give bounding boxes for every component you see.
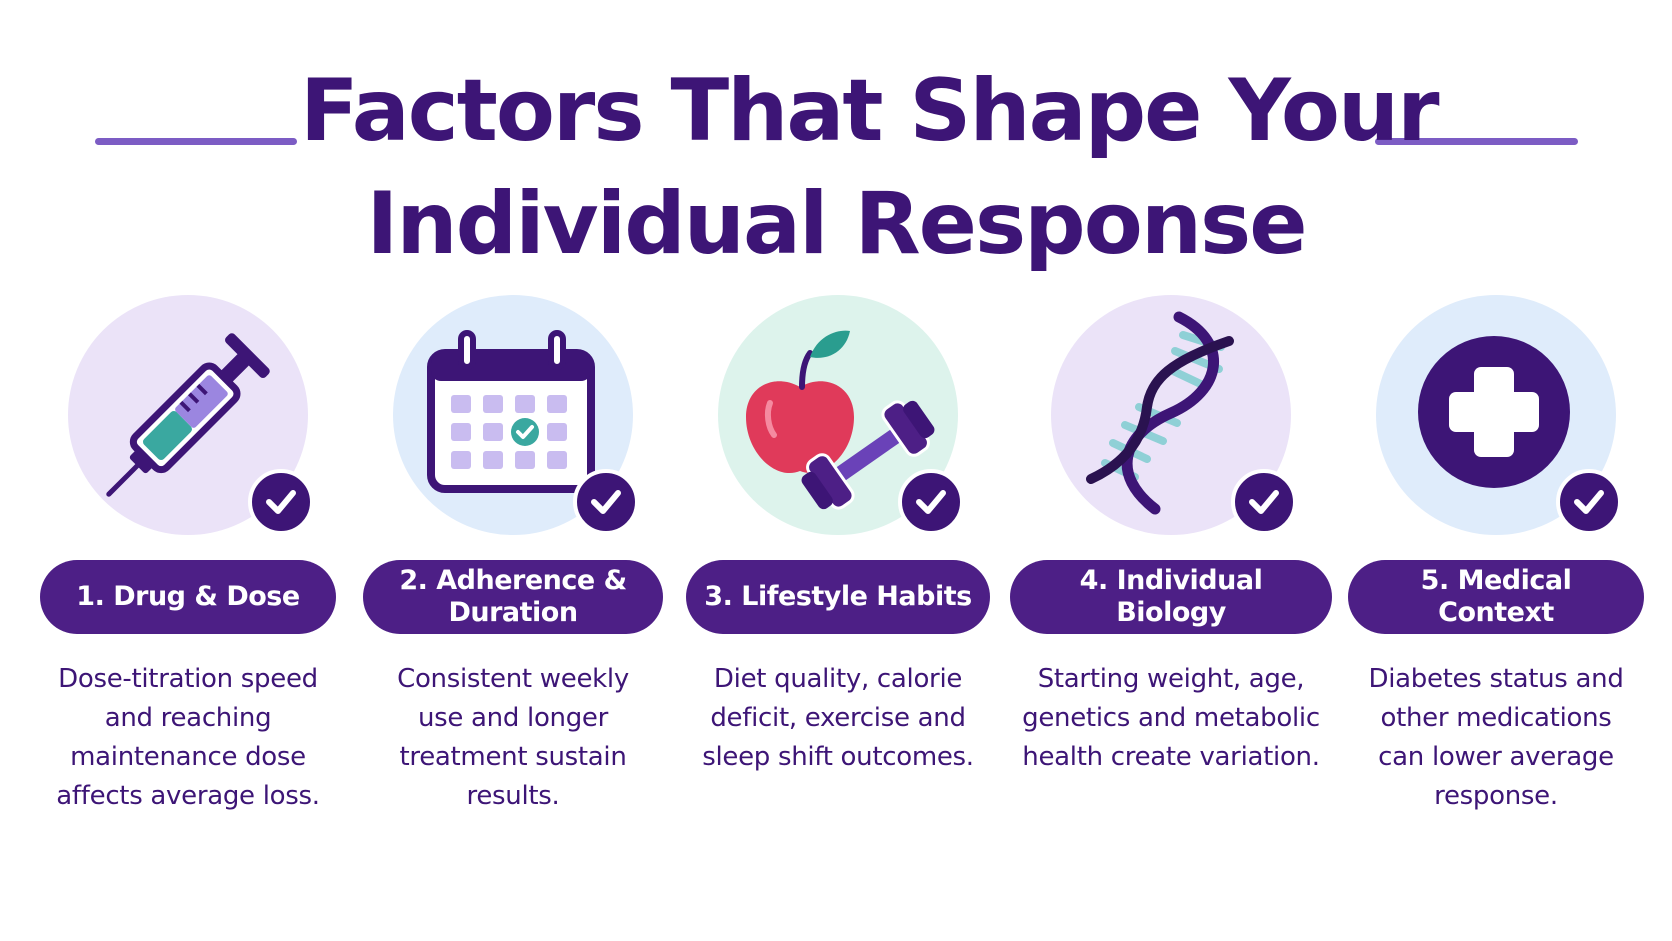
factor-description: Diet quality, calorie deficit, exercise …: [702, 664, 974, 772]
factor-label: 5. Medical Context: [1348, 560, 1644, 634]
checkmark-icon: [1556, 469, 1622, 535]
factor-label: 1. Drug & Dose: [40, 560, 336, 634]
factor-description: Consistent weekly use and longer treatme…: [397, 664, 629, 811]
factor-label: 3. Lifestyle Habits: [686, 560, 990, 634]
checkmark-icon: [573, 469, 639, 535]
checkmark-icon: [1231, 469, 1297, 535]
page-title: Factors That Shape Your Individual Respo…: [300, 55, 1440, 281]
checkmark-icon: [898, 469, 964, 535]
factor-label: 4. Individual Biology: [1010, 560, 1332, 634]
checkmark-icon: [248, 469, 314, 535]
factor-description: Starting weight, age, genetics and metab…: [1022, 664, 1320, 772]
page-title-line-2: Individual Response: [366, 174, 1307, 274]
factor-description: Diabetes status and other medications ca…: [1368, 664, 1624, 811]
factor-description: Dose-titration speed and reaching mainte…: [56, 664, 320, 811]
factor-label: 2. Adherence & Duration: [363, 560, 663, 634]
title-rule-left: [95, 138, 297, 145]
title-rule-right: [1375, 138, 1578, 145]
page-title-line-1: Factors That Shape Your: [300, 61, 1440, 161]
